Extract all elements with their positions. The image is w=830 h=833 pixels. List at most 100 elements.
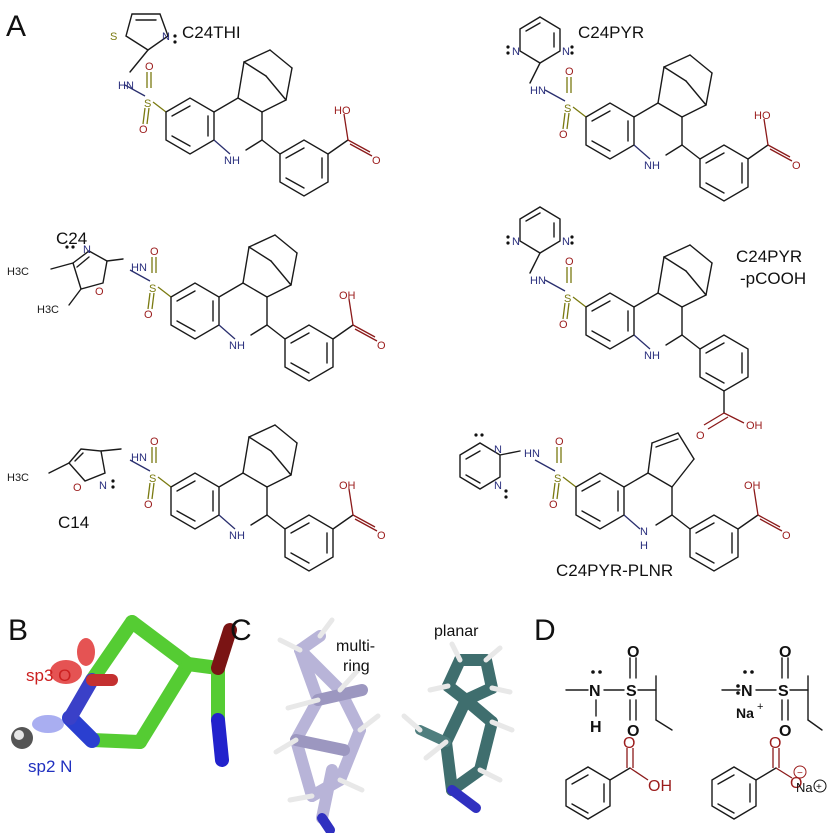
molecule-c24pyr-pcooh: N N HN S O O NH OH O [506, 206, 763, 442]
atom-o: O [150, 436, 159, 448]
atom-hn: HN [530, 85, 546, 97]
label-planar: planar [434, 623, 479, 640]
atom-oh: OH [339, 290, 356, 302]
label-sp3-o: sp3 O [26, 666, 71, 685]
label-multi-ring-2: ring [343, 658, 370, 675]
atom-n: N [512, 236, 520, 248]
atom-n: HN [131, 262, 147, 274]
benzoate-sodium [711, 748, 827, 820]
atom-n: N [741, 683, 753, 700]
atom-nh: NH [224, 155, 240, 167]
atom-o: O [95, 286, 104, 298]
panel-d: D N S O O H [534, 614, 827, 820]
atom-o: O [769, 735, 781, 752]
atom-o: O [372, 155, 381, 167]
panel-c: C [230, 614, 515, 833]
charge-plus: + [816, 782, 822, 793]
charge-plus: + [757, 701, 763, 713]
atom-oh: OH [339, 480, 356, 492]
atom-s: S [626, 683, 637, 700]
atom-o: O [144, 499, 153, 511]
panel-c-label: C [230, 614, 252, 647]
atom-s: S [149, 283, 156, 295]
atom-o: O [139, 124, 148, 136]
atom-o: O [792, 160, 801, 172]
label-c24pyr-pcooh-1: C24PYR [736, 247, 802, 266]
atom-n: N [83, 244, 91, 256]
atom-o: O [696, 430, 705, 442]
atom-h3c: H3C [7, 472, 29, 484]
molecule-c24thi: S N HN S O O NH HO O [110, 13, 381, 197]
molecule-c14: H3C O N HN S O O NH OH O [7, 424, 386, 572]
atom-oh: OH [648, 778, 672, 795]
atom-n: HN [524, 448, 540, 460]
atom-h: H [640, 540, 648, 552]
atom-o: O [559, 319, 568, 331]
label-c24pyr: C24PYR [578, 23, 644, 42]
label-sp2-n: sp2 N [28, 757, 72, 776]
charge-minus: − [797, 768, 803, 779]
panel-b-label: B [8, 614, 28, 647]
label-c14: C14 [58, 513, 89, 532]
atom-o: O [779, 723, 791, 740]
atom-s: S [554, 473, 561, 485]
atom-oh: OH [744, 480, 761, 492]
atom-o: O [623, 735, 635, 752]
atom-o: O [779, 644, 791, 661]
atom-n: N [99, 480, 107, 492]
atom-o: O [565, 256, 574, 268]
atom-ho: HO [754, 110, 771, 122]
panel-a-label: A [6, 10, 26, 43]
panel-d-label: D [534, 614, 556, 647]
atom-o: O [150, 246, 159, 258]
atom-h: H [590, 719, 602, 736]
atom-n: HN [131, 452, 147, 464]
atom-o: O [145, 61, 154, 73]
label-multi-ring-1: multi- [336, 638, 375, 655]
label-c24thi: C24THI [182, 23, 241, 42]
label-c24: C24 [56, 229, 87, 248]
label-c24pyr-pcooh-2: -pCOOH [740, 269, 806, 288]
atom-o: O [790, 775, 802, 792]
multi-ring-3d-render [273, 617, 381, 833]
atom-na: Na [736, 705, 754, 721]
panel-b: B sp3 O sp2 N [8, 614, 237, 776]
atom-nh: NH [644, 350, 660, 362]
atom-n: N [589, 683, 601, 700]
atom-ho: HO [334, 105, 351, 117]
atom-n: N [562, 46, 570, 58]
benzoic-acid [565, 748, 649, 820]
oxazole-3d-render [11, 615, 237, 767]
atom-o: O [73, 482, 82, 494]
atom-hn: HN [530, 275, 546, 287]
atom-s: S [564, 293, 571, 305]
sulfonamide-deprotonated [721, 657, 823, 731]
atom-nh: NH [644, 160, 660, 172]
atom-n: N [494, 480, 502, 492]
atom-o: O [549, 499, 558, 511]
atom-o: O [377, 340, 386, 352]
atom-o: O [782, 530, 791, 542]
atom-n: N [512, 46, 520, 58]
atom-n: N [162, 31, 170, 43]
atom-h3c: H3C [37, 304, 59, 316]
panel-a: A S N HN S O O NH HO O C24THI [6, 10, 806, 580]
molecule-c24pyr-plnr: N N HN S O O N H OH O [459, 432, 791, 572]
atom-nh: NH [229, 340, 245, 352]
atom-n: N [494, 444, 502, 456]
atom-o: O [144, 309, 153, 321]
atom-s: S [149, 473, 156, 485]
atom-o: O [565, 66, 574, 78]
planar-3d-render [401, 641, 515, 813]
atom-o: O [627, 723, 639, 740]
atom-o: O [555, 436, 564, 448]
atom-o: O [377, 530, 386, 542]
atom-o: O [559, 129, 568, 141]
atom-o: O [627, 644, 639, 661]
atom-n: N [640, 526, 648, 538]
atom-s: S [564, 103, 571, 115]
sulfonamide-neutral [565, 657, 673, 731]
atom-nh: NH [229, 530, 245, 542]
molecule-c24pyr: N N HN S O O NH HO O [506, 16, 801, 202]
